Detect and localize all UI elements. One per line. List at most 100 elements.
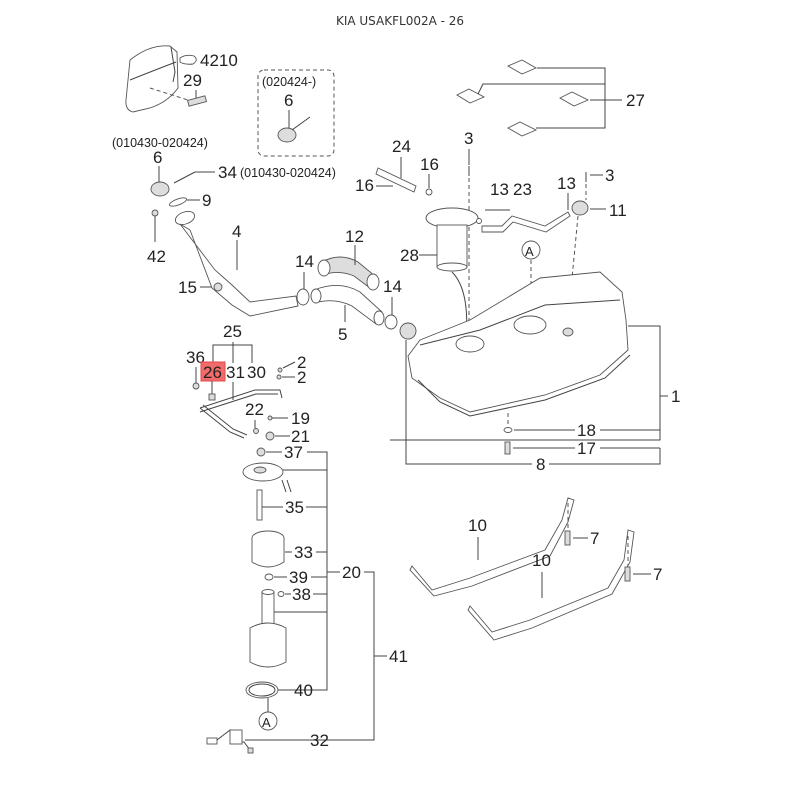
callout-15: 15: [178, 278, 197, 297]
callout-22: 22: [245, 400, 264, 419]
reference-marker-a-top: [521, 240, 541, 260]
callout-41: 41: [389, 647, 408, 666]
callout-3-top: 3: [464, 129, 473, 148]
callout-25: 25: [223, 322, 242, 341]
callout-35: 35: [285, 498, 304, 517]
pump-flange[interactable]: [242, 462, 284, 482]
hose-clamp-left[interactable]: [296, 288, 310, 306]
variant-note-old: (010430-020424): [112, 136, 208, 150]
breather-hose[interactable]: [317, 256, 380, 291]
callout-37: 37: [284, 443, 303, 462]
variant-note-34: (010430-020424): [240, 166, 336, 180]
clip-22[interactable]: [253, 428, 259, 434]
callout-38: 38: [292, 585, 311, 604]
tank-inlet-pipe[interactable]: [399, 322, 417, 340]
callout-20: 20: [342, 563, 361, 582]
fuel-lines[interactable]: [199, 389, 283, 439]
callout-6-new: 6: [284, 91, 293, 110]
clip-2-bottom: [276, 374, 282, 380]
fuel-filler-door[interactable]: [125, 45, 179, 113]
fuel-pump[interactable]: [249, 589, 287, 668]
callout-1: 1: [671, 387, 680, 406]
callout-10-rear: 10: [532, 551, 551, 570]
level-sensor-wire[interactable]: [256, 489, 263, 521]
bolt-17[interactable]: [504, 441, 511, 455]
callout-7-front: 7: [590, 529, 599, 548]
fuel-filter[interactable]: [251, 530, 285, 568]
pad-group[interactable]: [456, 59, 590, 137]
o-ring-38[interactable]: [277, 591, 285, 597]
callout-8: 8: [536, 455, 545, 474]
o-ring[interactable]: [425, 188, 433, 196]
callout-19: 19: [291, 409, 310, 428]
reference-marker-a-bottom-label: A: [262, 715, 271, 730]
callout-24: 24: [392, 137, 411, 156]
fuel-cap-new[interactable]: [277, 116, 311, 143]
highlighted-part-26[interactable]: 26: [200, 361, 226, 382]
callout-2-bottom: 2: [297, 368, 306, 387]
clip-2-top: [277, 367, 283, 373]
callout-17: 17: [577, 439, 596, 458]
nut-37[interactable]: [256, 447, 266, 457]
callout-26: 26: [203, 363, 222, 382]
nut[interactable]: [213, 282, 223, 292]
wiring-harness[interactable]: [206, 729, 254, 754]
clip-26[interactable]: [208, 393, 216, 401]
callout-12: 12: [345, 227, 364, 246]
callout-33: 33: [294, 543, 313, 562]
callout-40: 40: [294, 681, 313, 700]
callout-31: 31: [226, 363, 245, 382]
clip-19[interactable]: [267, 415, 273, 421]
callout-32: 32: [310, 731, 329, 750]
callout-14-right: 14: [383, 277, 402, 296]
callout-4210: 4210: [200, 51, 238, 70]
callout-34: 34: [218, 163, 237, 182]
callout-16-right: 16: [420, 155, 439, 174]
callout-4: 4: [232, 222, 241, 241]
clip-36[interactable]: [192, 382, 200, 390]
vent-line[interactable]: [481, 211, 571, 233]
callout-23: 23: [513, 180, 532, 199]
bolt-7-rear[interactable]: [624, 566, 631, 582]
tank-strap-rear[interactable]: [467, 529, 635, 641]
gasket[interactable]: [169, 196, 188, 208]
hose-clamp-right[interactable]: [384, 314, 398, 330]
callout-11: 11: [609, 201, 627, 220]
o-ring-13-left[interactable]: [476, 218, 482, 224]
filler-neck[interactable]: [174, 209, 299, 317]
clip-icon: [179, 54, 197, 65]
rollover-valve[interactable]: [571, 200, 589, 216]
callout-42: 42: [147, 247, 166, 266]
callout-6-old: 6: [153, 148, 162, 167]
callout-18: 18: [577, 421, 596, 440]
diagram-title: KIA USAKFL002A - 26: [335, 14, 465, 28]
callout-9: 9: [202, 191, 211, 210]
o-ring-39[interactable]: [264, 573, 274, 581]
callout-30: 30: [247, 363, 266, 382]
label-sticker[interactable]: [186, 95, 208, 107]
fuel-cap-old[interactable]: [150, 181, 170, 197]
variant-note-new: (020424-): [262, 75, 316, 89]
tank-strap-front[interactable]: [409, 497, 575, 597]
variant-box: [257, 69, 335, 157]
callout-10-front: 10: [468, 516, 487, 535]
reference-marker-a-bottom: [258, 711, 278, 731]
callout-28: 28: [400, 246, 419, 265]
bolt-7-front[interactable]: [564, 530, 571, 546]
callout-14-left: 14: [295, 252, 314, 271]
callout-7-rear: 7: [653, 565, 662, 584]
callout-21: 21: [291, 427, 310, 446]
washer[interactable]: [503, 427, 513, 433]
fuel-sender-unit[interactable]: [425, 207, 479, 272]
callout-36: 36: [186, 348, 205, 367]
callout-29: 29: [183, 71, 202, 90]
vent-tube[interactable]: [375, 167, 417, 193]
screw[interactable]: [151, 209, 159, 217]
callout-2-top: 2: [297, 353, 306, 372]
connector-21[interactable]: [265, 431, 275, 441]
filler-hose[interactable]: [310, 285, 385, 326]
callout-5: 5: [338, 325, 347, 344]
callout-13-right: 13: [557, 174, 576, 193]
fuel-tank[interactable]: [407, 271, 631, 417]
